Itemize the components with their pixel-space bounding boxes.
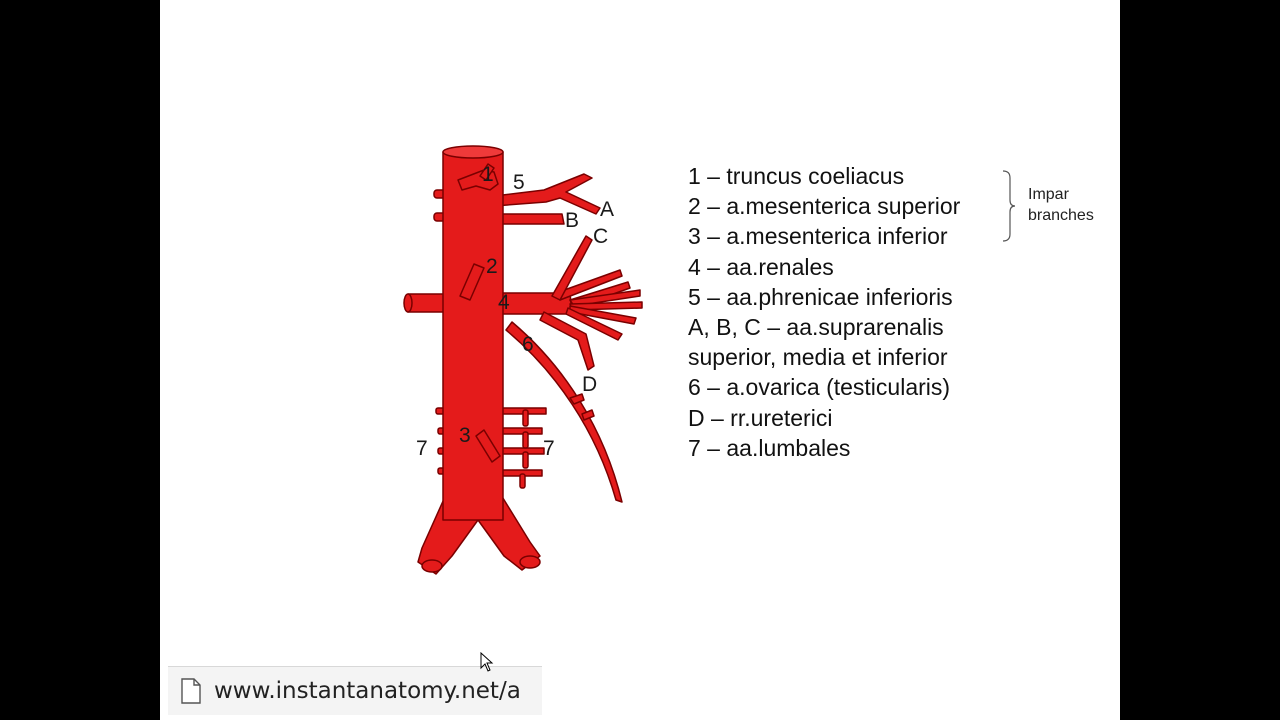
label-7-left: 7: [416, 437, 428, 460]
inferior-suprarenal-artery: [551, 235, 593, 301]
aorta-top-opening: [442, 145, 504, 159]
page-icon: [181, 678, 201, 704]
legend-item: A, B, C – aa.suprarenalis: [688, 313, 944, 340]
legend-item: D – rr.ureterici: [688, 404, 833, 431]
label-2: 2: [486, 255, 498, 278]
label-1: 1: [482, 163, 494, 186]
label-D: D: [582, 373, 598, 396]
aorta-diagram: [403, 145, 643, 575]
label-C: C: [593, 225, 609, 248]
inferior-mesenteric-artery: [475, 429, 501, 463]
legend-list: 1 – truncus coeliacus 2 – a.mesenterica …: [688, 163, 960, 465]
legend-item: superior, media et inferior: [688, 344, 948, 371]
slide-canvas: 1 5 A B C 2 4 6 D 3 7 7 1 – truncus coel…: [160, 0, 1120, 720]
legend-item: 1 – truncus coeliacus: [688, 163, 905, 189]
bracket-label-line2: branches: [1028, 207, 1094, 224]
bracket-label-line1: Impar: [1028, 186, 1069, 203]
legend-item: 3 – a.mesenterica inferior: [688, 223, 948, 250]
url-text: www.instantanatomy.net/a: [214, 678, 521, 704]
mouse-pointer-icon: [480, 652, 494, 672]
superior-mesenteric-artery: [459, 263, 485, 301]
legend-item: 7 – aa.lumbales: [688, 434, 851, 461]
ureteric-branches: [569, 393, 595, 421]
lumbar-artery-right-2: [499, 427, 543, 435]
legend-item: 5 – aa.phrenicae inferioris: [688, 283, 953, 310]
ovarian-artery: [505, 321, 623, 503]
legend-item: 6 – a.ovarica (testicularis): [688, 374, 951, 401]
label-7-right: 7: [543, 437, 555, 460]
label-A: A: [600, 198, 615, 221]
abdominal-aorta: [442, 151, 504, 521]
label-4: 4: [498, 291, 510, 314]
legend-item: 2 – a.mesenterica superior: [688, 193, 961, 220]
legend-item: 4 – aa.renales: [688, 253, 834, 280]
middle-suprarenal-artery: [495, 213, 565, 225]
inferior-phrenic-artery: [493, 173, 601, 215]
impar-branches-label: Impar branches: [1028, 184, 1094, 226]
label-6: 6: [522, 333, 534, 356]
label-3: 3: [459, 424, 471, 447]
impar-bracket: [1002, 170, 1016, 242]
label-B: B: [565, 209, 580, 232]
address-bar[interactable]: www.instantanatomy.net/a: [168, 666, 542, 715]
label-5: 5: [513, 171, 525, 194]
lumbar-artery-right-3: [499, 447, 545, 455]
